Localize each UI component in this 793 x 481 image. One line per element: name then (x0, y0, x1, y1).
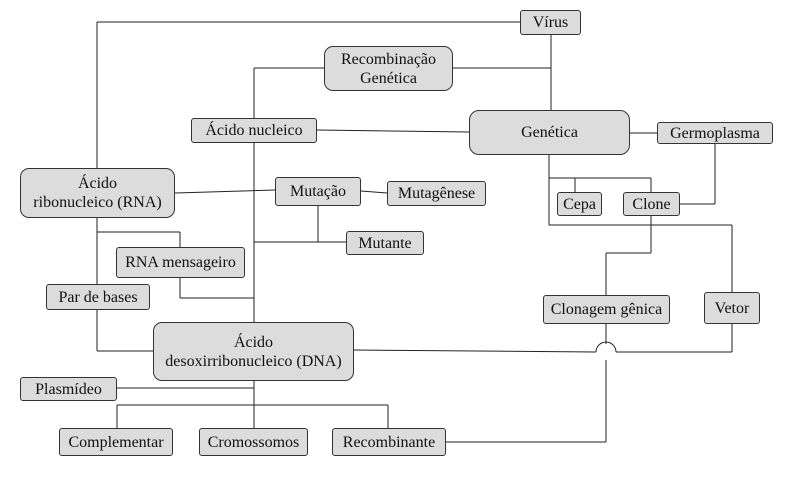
node-acido-nucleico[interactable]: Ácido nucleico (191, 118, 317, 143)
node-vetor[interactable]: Vetor (704, 292, 760, 324)
node-acido-ribonucleico-rna[interactable]: Ácido ribonucleico (RNA) (20, 168, 175, 218)
node-recombinacao-genetica[interactable]: Recombinação Genética (324, 46, 453, 91)
node-mutante[interactable]: Mutante (346, 231, 424, 255)
node-germoplasma[interactable]: Germoplasma (657, 122, 773, 144)
node-acido-desoxirribonucleico-dna[interactable]: Ácido desoxirribonucleico (DNA) (153, 322, 354, 381)
node-clone[interactable]: Clone (623, 192, 680, 216)
node-cromossomos[interactable]: Cromossomos (199, 428, 308, 456)
connector (595, 341, 617, 353)
connector (353, 349, 597, 353)
node-recombinante[interactable]: Recombinante (332, 428, 446, 456)
node-rna-mensageiro[interactable]: RNA mensageiro (116, 247, 245, 278)
node-par-de-bases[interactable]: Par de bases (46, 284, 150, 310)
node-virus[interactable]: Vírus (520, 10, 581, 35)
node-mutacao[interactable]: Mutação (275, 177, 361, 206)
node-genetica[interactable]: Genética (469, 110, 630, 155)
connector (174, 189, 276, 194)
connector (316, 129, 470, 133)
node-mutagenese[interactable]: Mutagênese (387, 181, 486, 206)
node-complementar[interactable]: Complementar (59, 428, 173, 456)
node-clonagem-genica[interactable]: Clonagem gênica (543, 295, 670, 324)
connector (360, 190, 388, 194)
node-plasmideo[interactable]: Plasmídeo (20, 377, 117, 401)
node-cepa[interactable]: Cepa (557, 192, 602, 216)
